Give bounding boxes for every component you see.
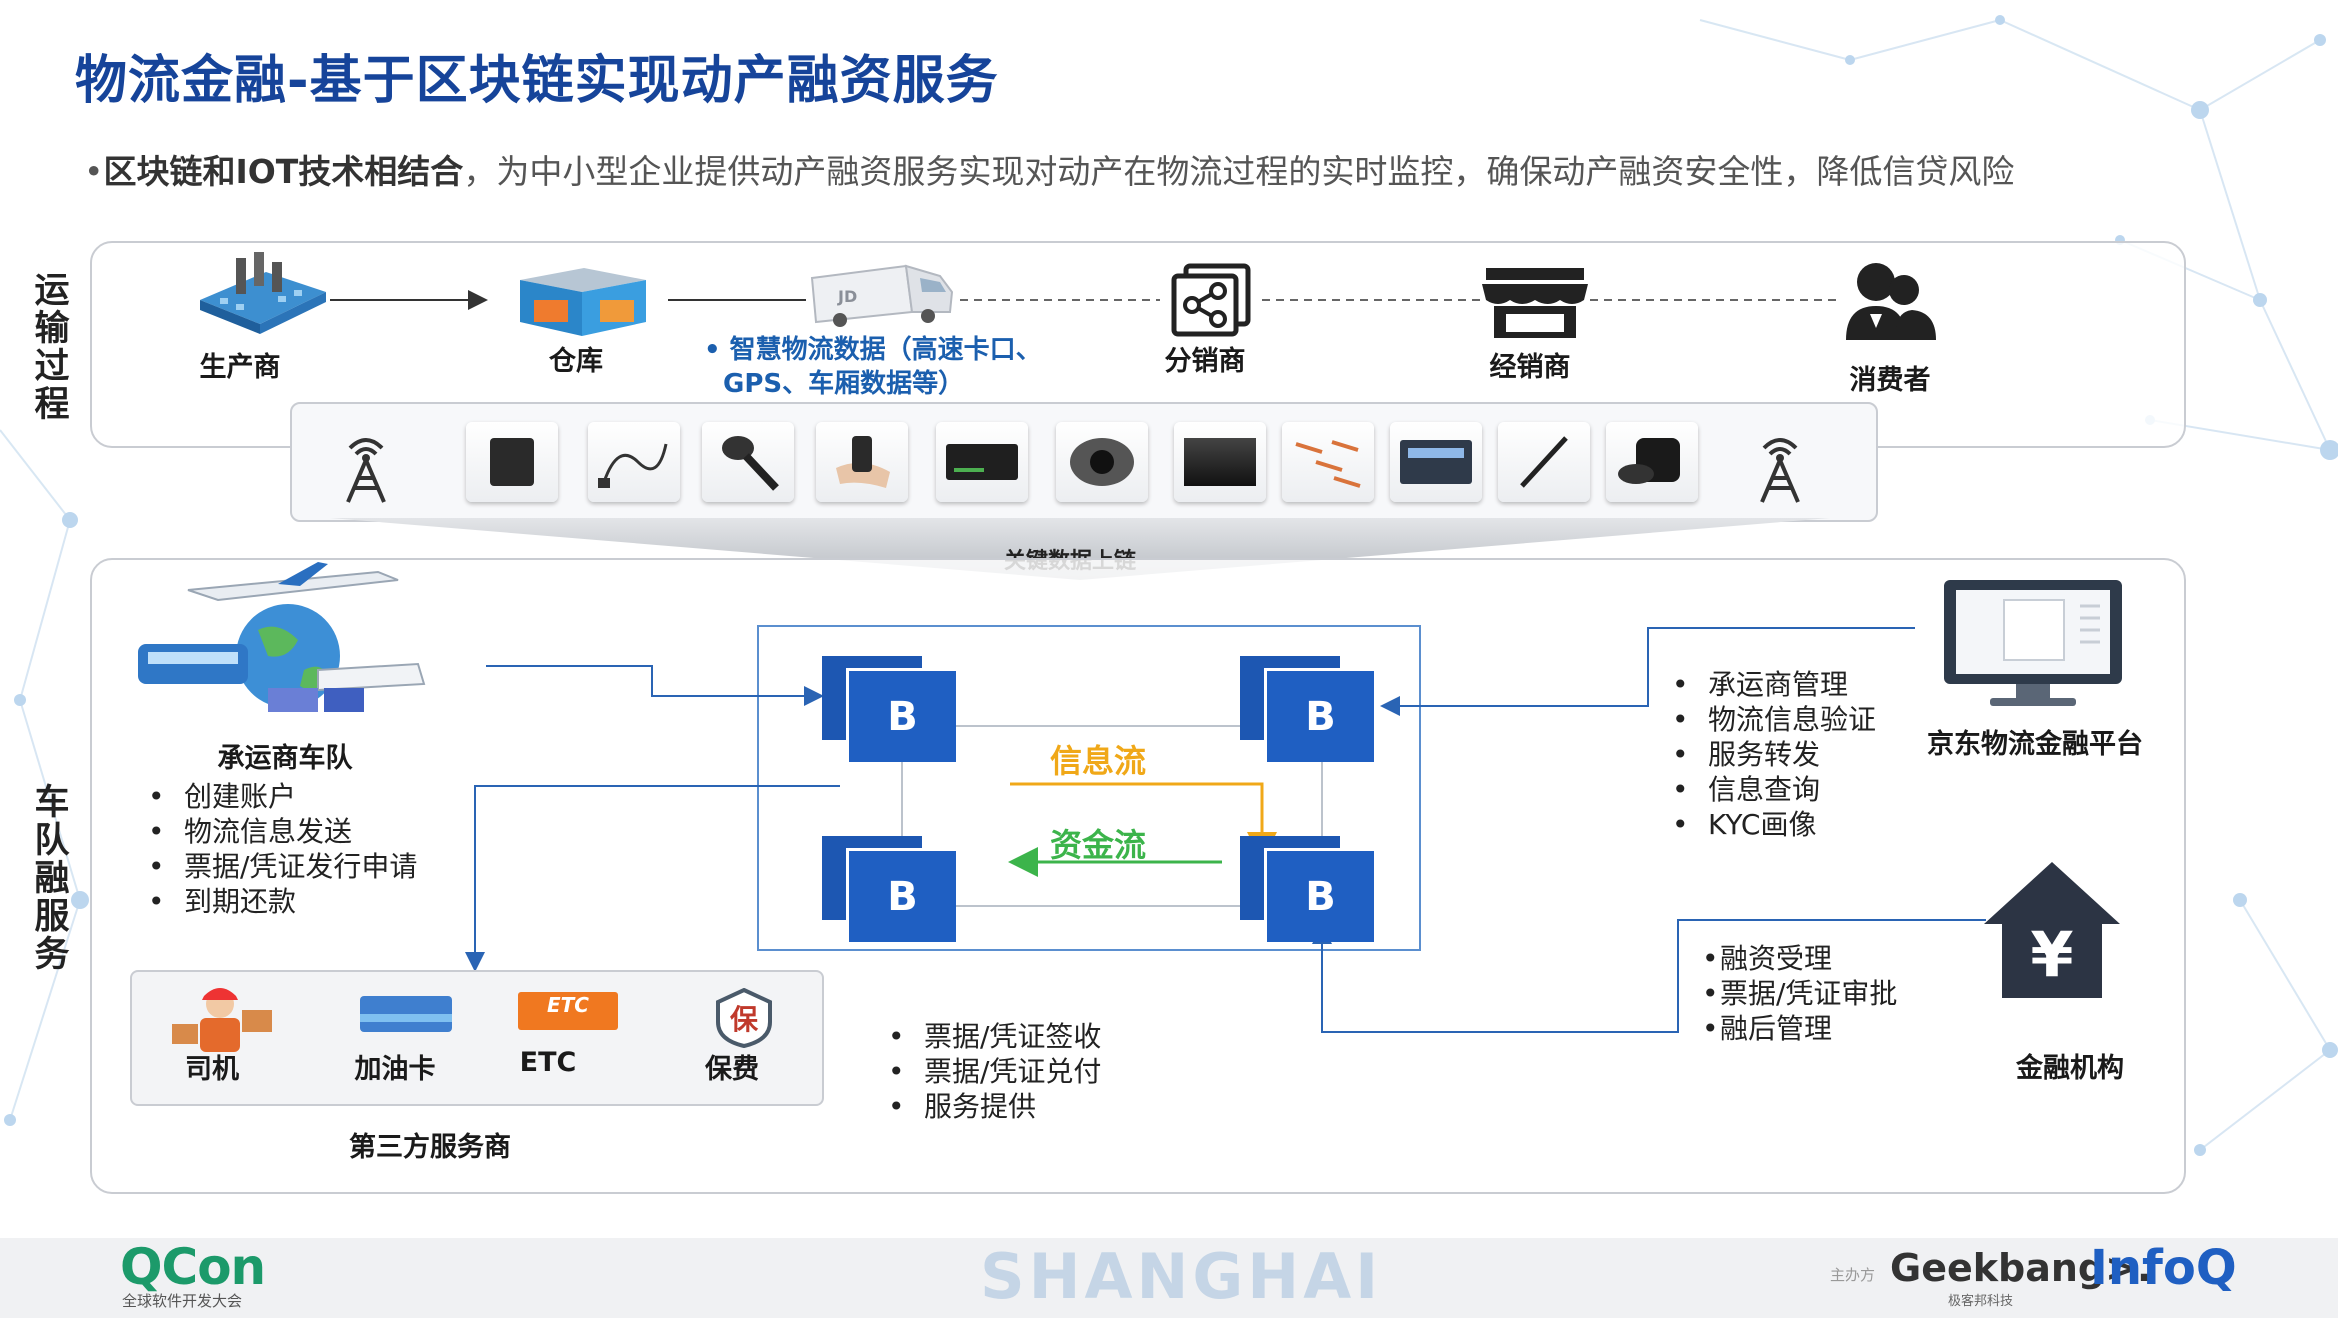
list-item: 物流信息发送 [144,814,417,849]
smart-logistics-note-line2: GPS、车厢数据等） [723,369,965,399]
handheld-scanner-icon [816,422,908,502]
dome-camera-icon [1056,422,1148,502]
list-item: 票据/凭证兑付 [884,1054,1101,1089]
geekbang-subtitle: 极客邦科技 [1948,1294,2014,1309]
carrier-fleet-items: 创建账户 物流信息发送 票据/凭证发行申请 到期还款 [144,779,417,919]
subtitle-bold: 区块链和IOT技术相结合 [103,152,464,191]
info-flow-label: 信息流 [1050,742,1147,780]
store-icon [1482,268,1588,338]
stylus-sensor-icon [1498,422,1590,502]
transport-side-label: 运输过程 [34,271,70,425]
list-item: KYC画像 [1668,807,1876,842]
subtitle-bullet: • [84,152,104,191]
smart-logistics-note: • 智慧物流数据（高速卡口、 GPS、车厢数据等） [704,333,1042,401]
etc-card-icon: ETC [518,992,618,1030]
list-item: 融资受理 [1702,941,1897,976]
factory-icon [200,252,326,334]
list-item: 票据/凭证签收 [884,1019,1101,1054]
fuel-card-icon [360,996,452,1032]
insurance-icon: 保 [714,988,774,1048]
iot-device-strip [290,402,1878,522]
smart-logistics-note-line1: • 智慧物流数据（高速卡口、 [704,335,1042,365]
fleet-side-label: 车队融服务 [34,783,70,975]
truck-icon: JD [810,264,954,327]
qcon-subtitle: 全球软件开发大会 [122,1292,243,1310]
page-subtitle: •区块链和IOT技术相结合，为中小型企业提供动产融资服务实现对动产在物流过程的实… [84,145,2014,193]
share-icon [1171,263,1251,337]
list-item: 物流信息验证 [1668,702,1876,737]
probe-icon [702,422,794,502]
chain-funnel [330,518,1830,580]
transport-node-label: 生产商 [199,352,281,383]
third-party-item-label: 司机 [185,1054,239,1085]
transport-connectors [330,290,1840,310]
jd-platform-label: 京东物流金融平台 [1927,729,2143,760]
blockchain-node: B [1240,836,1374,942]
dvr-recorder-icon [936,422,1028,502]
blockchain-node: B [1240,656,1374,762]
list-item: 服务提供 [884,1089,1101,1124]
subtitle-rest: ，为中小型企业提供动产融资服务实现对动产在物流过程的实时监控，确保动产融资安全性… [463,152,2015,191]
list-item: 票据/凭证审批 [1702,976,1897,1011]
transport-node-label: 仓库 [549,346,603,377]
third-party-item-label: 加油卡 [354,1054,436,1085]
third-party-item-label: 保费 [705,1054,759,1085]
antenna-icon [346,438,386,503]
antenna-icon [1760,438,1800,503]
bank-icon: ¥ [1984,862,2120,998]
warehouse-icon [520,268,646,336]
list-item: 信息查询 [1668,772,1876,807]
panel-sensor-icon [1174,422,1266,502]
list-item: 到期还款 [144,884,417,919]
list-item: 融后管理 [1702,1011,1897,1046]
consumers-icon [1846,263,1936,340]
transport-node-label: 分销商 [1164,346,1246,377]
blockchain-node: B [822,656,956,762]
driver-icon [172,988,272,1052]
puck-sensor-icon [1606,422,1698,502]
carrier-fleet-label: 承运商车队 [217,743,353,774]
third-party-box [130,970,824,1106]
host-label: 主办方 [1830,1266,1876,1284]
jd-platform-items: 承运商管理 物流信息验证 服务转发 信息查询 KYC画像 [1668,667,1876,842]
service-items: 票据/凭证签收 票据/凭证兑付 服务提供 [884,1019,1101,1124]
blockchain-node: B [822,836,956,942]
cable-sensor-icon [588,422,680,502]
third-party-item-label: ETC [519,1047,577,1078]
geekbang-logo: Geekbang>. [1890,1246,2152,1290]
svg-text:JD: JD [837,287,857,306]
monitor-icon [1944,580,2122,706]
svg-text:¥: ¥ [2030,918,2073,991]
bank-items: 融资受理 票据/凭证审批 融后管理 [1702,941,1897,1046]
gps-box-icon [466,422,558,502]
carrier-fleet-icon [138,562,426,712]
footer-bar [0,1238,2338,1318]
list-item: 服务转发 [1668,737,1876,772]
controller-box-icon [1390,422,1482,502]
transport-node-label: 经销商 [1489,352,1571,383]
qcon-logo: QCon [120,1238,266,1296]
transport-node-label: 消费者 [1849,365,1931,396]
list-item: 票据/凭证发行申请 [144,849,417,884]
etc-badge-text: ETC [547,993,589,1017]
infoq-logo: InfoQ [2090,1240,2237,1296]
insurance-badge-text: 保 [729,1003,758,1036]
bank-label: 金融机构 [2016,1053,2124,1084]
fund-flow-label: 资金流 [1050,826,1147,864]
page-title: 物流金融-基于区块链实现动产融资服务 [75,51,999,111]
rfid-tags-icon [1282,422,1374,502]
third-party-label: 第三方服务商 [349,1132,511,1163]
list-item: 创建账户 [144,779,417,814]
city-watermark: SHANGHAI [980,1240,1383,1313]
list-item: 承运商管理 [1668,667,1876,702]
